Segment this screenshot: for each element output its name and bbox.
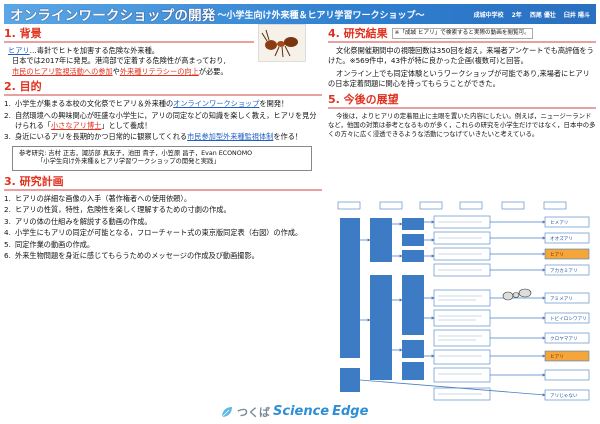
result-label: アミメアリ [550,296,573,302]
list-item: 2.ヒアリの性質，特性，危険性を楽しく理解するための寸劇の作成。 [4,205,231,215]
list-item: 5.同定作業の動画の作成。 [4,239,95,249]
bg-line-3: 市民のヒアリ監視活動への参加や外来種リテラシーの向上が必要。 [12,66,228,76]
list-item: 1. 小学生が集まる本校の文化祭でヒアリ＆外来種のオンラインワークショップを開発… [4,99,289,109]
section-rule [4,41,254,43]
fire-ant-photo [258,24,306,62]
section-purpose: 2. 目的 1. 小学生が集まる本校の文化祭でヒアリ＆外来種のオンラインワークシ… [4,80,322,172]
flowchart-diagram: ヒメアリ オオズアリ ヒアリ アカカミアリ アミメアリ トビイロシワアリ クロヤ… [337,201,590,401]
result-label: ヒアリ [550,252,564,258]
poster-title: オンラインワークショップの開発 [10,8,216,24]
list-item: 1.ヒアリの詳細な画像の入手（著作権者への使用依頼）。 [4,194,192,204]
leaf-logo-icon [221,406,232,417]
tsukuba-science-edge-logo: つくば Science Edge [220,403,368,420]
right-column: 4. 研究結果 ※「成城 ヒアリ」で検索すると実際の動画を閲覧可。 文化祭開催期… [328,27,596,139]
results-para-1: 文化祭開催期間中の視聴回数は350回を超え，来場者アンケートでも高評価をうけた。… [328,46,594,66]
section-outlook: 5. 今後の展望 今後は，よりヒアリの定着阻止に主眼を置いた内容にしたい。例えば… [328,93,596,139]
logo-prefix: つくば [237,405,270,419]
reference-box: 参考研究: 吉村 正志，諏訪部 真友子，池田 貴子，小笠原 昌子，Evan EC… [12,145,312,172]
bg-line-2: 日本では2017年に発見。港湾部で定着する危険性が高まっており, [12,56,226,66]
result-label: アリじゃない [550,392,578,399]
section-heading: 3. 研究計画 [4,175,64,189]
section-heading: 5. 今後の展望 [328,92,399,106]
identification-flowchart: ヒメアリ オオズアリ ヒアリ アカカミアリ アミメアリ トビイロシワアリ クロヤ… [330,200,595,405]
bg-line-1: ヒアリ…毒針でヒトを加害する危険な外来種。 [8,46,159,55]
section-rule [328,106,596,109]
section-plan: 3. 研究計画 1.ヒアリの詳細な画像の入手（著作権者への使用依頼）。 2.ヒア… [4,175,322,261]
left-column: 1. 背景 ヒアリ…毒針でヒトを加害する危険な外来種。 日本では2017年に発見… [4,27,322,262]
list-item: 3. 身近にいるアリを長期的かつ日常的に観察してくれる市民参加型外来種監視体制を… [4,132,303,142]
section-rule [4,189,322,192]
logo-science: Science [273,404,330,419]
poster-subtitle: ～小学生向け外来種＆ヒアリ学習ワークショップ～ [217,10,425,21]
search-note: ※「成城 ヒアリ」で検索すると実際の動画を閲覧可。 [391,28,533,39]
section-heading: 2. 目的 [4,80,42,94]
ant-icon [261,29,298,58]
poster-header: オンラインワークショップの開発 ～小学生向け外来種＆ヒアリ学習ワークショップ～ … [4,4,596,24]
section-heading: 1. 背景 [4,27,42,40]
section-rule [328,41,596,43]
author-1: 西尾 優壮 [529,11,556,19]
result-label: ヒメアリ [550,220,568,226]
outlook-para: 今後は，よりヒアリの定着阻止に主眼を置いた内容にしたい。例えば，ニュージーランド… [328,111,596,138]
list-item: 3.アリの体の仕組みを解説する動画の作成。 [4,216,152,226]
grade: 2年 [511,11,522,19]
list-item: 4.小学生にもアリの同定が可能となる，フローチャート式の東京版同定表（右図）の作… [4,228,303,238]
author-2: 臼井 陽斗 [563,11,590,19]
section-rule [4,94,322,97]
list-item: 2. 自然環境への興味関心が旺盛な小学生に，アリの同定などの知識を楽しく教え，ヒ… [4,110,317,131]
result-label: アカカミアリ [550,268,578,274]
plan-list: 1.ヒアリの詳細な画像の入手（著作権者への使用依頼）。 2.ヒアリの性質，特性，… [4,194,322,261]
logo-edge: Edge [332,404,369,419]
school-name: 成城中学校 [473,11,504,19]
result-label: トビイロシワアリ [550,315,587,322]
list-item: 6.外来生物問題を身近に感じてもらうためのメッセージの作成及び動画撮影。 [4,251,259,261]
section-heading: 4. 研究結果 [328,27,388,40]
section-background: 1. 背景 ヒアリ…毒針でヒトを加害する危険な外来種。 日本では2017年に発見… [4,27,322,77]
result-label: ヒアリ [550,354,564,360]
results-para-2: オンライン上でも同定体験というワークショップが可能であり,来場者にヒアリの日本定… [328,68,590,89]
result-label: クロヤマアリ [550,336,578,342]
reference-authors: 参考研究: 吉村 正志，諏訪部 真友子，池田 貴子，小笠原 昌子，Evan EC… [19,149,253,157]
purpose-list: 1. 小学生が集まる本校の文化祭でヒアリ＆外来種のオンラインワークショップを開発… [4,99,322,143]
result-label: オオズアリ [550,235,573,242]
reference-title: 「小学生向け外来種＆ヒアリ学習ワークショップの開発と実践」 [37,158,220,166]
author-info: 成城中学校 2年 西尾 優壮 臼井 陽斗 [474,10,590,19]
section-results: 4. 研究結果 ※「成城 ヒアリ」で検索すると実際の動画を閲覧可。 文化祭開催期… [328,27,596,90]
